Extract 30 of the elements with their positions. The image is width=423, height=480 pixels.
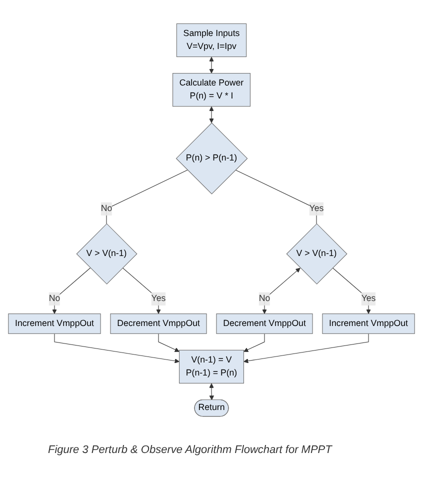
connector xyxy=(235,170,317,224)
node-box: Decrement VmppOut xyxy=(216,314,313,334)
node-diamond: V > V(n-1) xyxy=(286,223,348,284)
arrow xyxy=(52,268,91,314)
arrow xyxy=(122,268,161,314)
arrow xyxy=(209,383,214,400)
node-box: Sample Inputs V=Vpv, I=Ipv xyxy=(176,23,247,58)
edge-label: Yes xyxy=(309,204,324,214)
arrow xyxy=(54,333,180,364)
figure-caption: Figure 3 Perturb & Observe Algorithm Flowchart for MPPT xyxy=(48,444,332,456)
node-diamond: P(n) > P(n-1) xyxy=(176,122,248,194)
node-box: V(n-1) = V P(n-1) = P(n) xyxy=(179,350,244,384)
edge-label: No xyxy=(258,294,270,304)
edge-label: Yes xyxy=(151,294,166,304)
arrow xyxy=(209,106,214,124)
arrow xyxy=(158,333,180,352)
arrow xyxy=(244,333,265,352)
arrow xyxy=(209,56,214,74)
arrow xyxy=(332,268,371,314)
node-box: Increment VmppOut xyxy=(322,314,415,334)
connector xyxy=(106,170,188,224)
edge-label: Yes xyxy=(361,294,376,304)
node-box: Decrement VmppOut xyxy=(110,314,207,334)
arrow xyxy=(262,268,300,314)
node-box: Increment VmppOut xyxy=(8,314,101,334)
node-box: Calculate Power P(n) = V * I xyxy=(172,73,250,107)
node-diamond: V > V(n-1) xyxy=(76,223,138,284)
edge-label: No xyxy=(100,204,112,214)
arrow xyxy=(244,333,369,364)
edge-label: No xyxy=(48,294,60,304)
